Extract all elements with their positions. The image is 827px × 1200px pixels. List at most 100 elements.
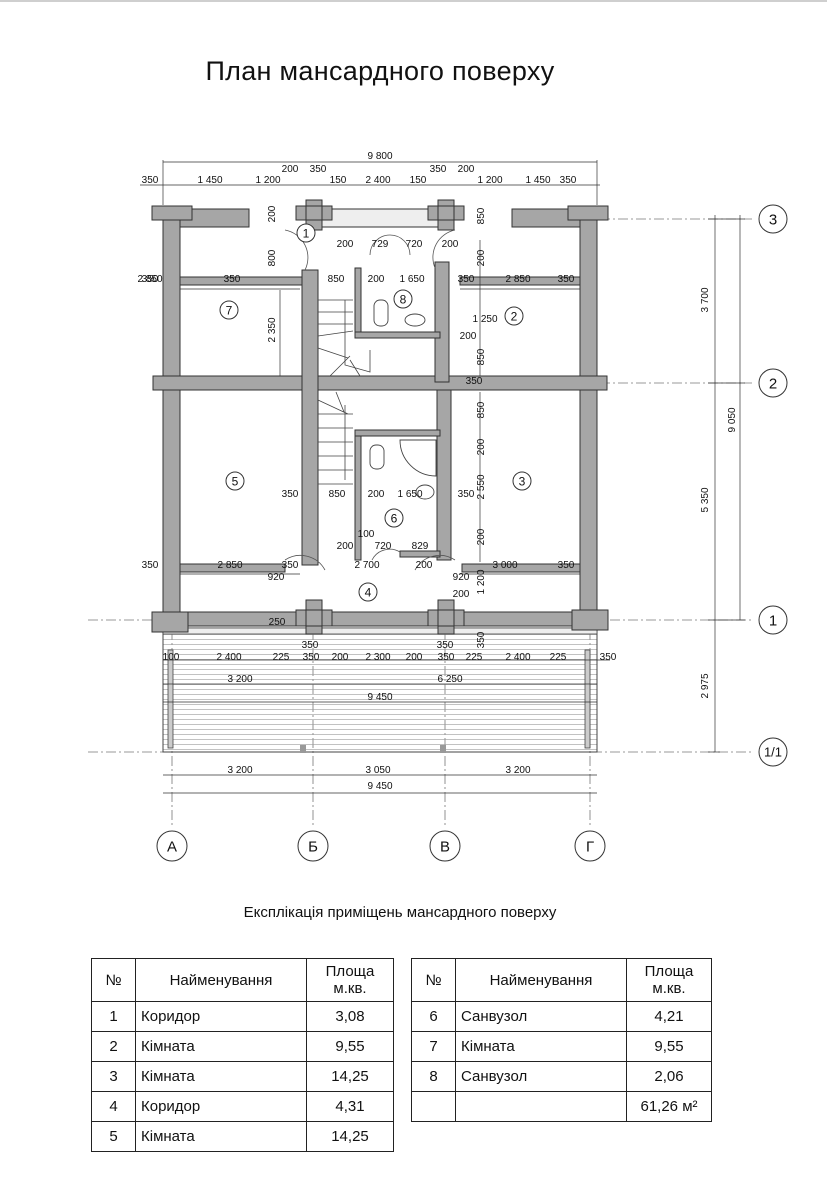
wall-wc8-bottom: [354, 331, 441, 339]
room-name-cell: Санвузол: [455, 1001, 627, 1032]
room-number-cell: 4: [91, 1091, 136, 1122]
dimension-label: 2 975: [700, 673, 711, 698]
empty-cell: [455, 1091, 627, 1122]
axis-marker-vertical-circle: [758, 605, 788, 635]
page-title: План мансардного поверху: [205, 56, 555, 86]
dimension-label: 850: [476, 207, 487, 224]
column-b1: [295, 599, 333, 635]
column-g1: [571, 609, 609, 631]
dimension-label: 350: [303, 652, 320, 663]
axis-marker-horizontal: В: [440, 838, 450, 855]
wall-wc6-right: [436, 389, 452, 561]
dimension-label: 9 800: [367, 151, 392, 162]
dimension-label: 200: [332, 652, 349, 663]
dimension-label: 2 400: [216, 652, 241, 663]
room-number-cell: 5: [91, 1121, 136, 1152]
dimension-label: 2 850: [137, 274, 162, 285]
room-area-cell: 9,55: [626, 1031, 712, 1062]
dimension-label: 720: [406, 239, 423, 250]
room-name-cell: Кімната: [455, 1031, 627, 1062]
axis-marker-vertical: 3: [769, 211, 777, 228]
dimension-label: 350: [438, 652, 455, 663]
axis-marker-horizontal: А: [167, 838, 177, 855]
room-number-marker-circle: [358, 582, 378, 602]
room-area-cell: 2,06: [626, 1061, 712, 1092]
dimension-label: 1 650: [397, 489, 422, 500]
room-number-cell: 2: [91, 1031, 136, 1062]
dimension-label: 3 200: [505, 765, 530, 776]
dimension-label: 200: [442, 239, 459, 250]
toilet-6: [369, 444, 385, 470]
dimension-label: 850: [476, 401, 487, 418]
dimension-label: 350: [430, 164, 447, 175]
wall-room5: [179, 563, 286, 573]
room-area-cell: 3,08: [306, 1001, 394, 1032]
dimension-label: 350: [224, 274, 241, 285]
column-g3: [567, 205, 609, 221]
dimension-label: 350: [600, 652, 617, 663]
wall-middle: [152, 375, 608, 391]
dimension-label: 3 050: [365, 765, 390, 776]
axis-marker-vertical: 1: [769, 612, 777, 629]
staircase: [317, 299, 371, 485]
axis-marker-vertical-circle: [758, 368, 788, 398]
dimension-label: 350: [302, 640, 319, 651]
dimension-label: 2 400: [365, 175, 390, 186]
column-a3: [151, 205, 193, 221]
room-area-cell: 14,25: [306, 1121, 394, 1152]
dimension-label: 200: [416, 560, 433, 571]
col-no-header: №: [91, 958, 136, 1002]
room-name-cell: Коридор: [135, 1001, 307, 1032]
dimension-label: 350: [142, 560, 159, 571]
dimension-label: 2 300: [365, 652, 390, 663]
dimension-label: 850: [328, 274, 345, 285]
dimension-label: 720: [375, 541, 392, 552]
dimension-label: 1 200: [476, 569, 487, 594]
axis-marker-horizontal: Г: [586, 838, 594, 855]
dimension-label: 200: [453, 589, 470, 600]
sink-8: [404, 313, 426, 327]
wall-room7: [179, 276, 311, 286]
toilet-8: [373, 299, 389, 327]
dimension-label: 850: [476, 348, 487, 365]
wall-right: [579, 208, 598, 630]
room-number-marker: 4: [365, 585, 372, 599]
room-number-marker: 8: [400, 292, 407, 306]
dimension-label: 200: [337, 239, 354, 250]
axis-marker-horizontal-circle: [156, 830, 188, 862]
column-v1: [427, 599, 465, 635]
room-number-marker: 2: [511, 309, 518, 323]
room-name-cell: Кімната: [135, 1031, 307, 1062]
dimension-label: 1 450: [197, 175, 222, 186]
dimension-label: 6 250: [437, 674, 462, 685]
dimension-label: 200: [368, 489, 385, 500]
room-number-cell: 3: [91, 1061, 136, 1092]
wall-wc8-left: [354, 267, 362, 339]
dimension-label: 350: [458, 274, 475, 285]
dimension-label: 3 200: [227, 765, 252, 776]
wall-top-mid: [312, 208, 446, 228]
dimension-label: 2 550: [476, 474, 487, 499]
dimension-label: 1 250: [472, 314, 497, 325]
wall-stair-left: [301, 269, 319, 566]
dimension-label: 5 350: [700, 487, 711, 512]
dimension-label: 250: [269, 617, 286, 628]
walls: [151, 199, 609, 635]
total-row: 61,26 м²: [411, 1091, 712, 1122]
room-number-marker-circle: [225, 471, 245, 491]
dimension-label: 350: [142, 175, 159, 186]
explication-title: Експлікація приміщень мансардного поверх…: [243, 904, 557, 921]
dimension-label: 1 200: [477, 175, 502, 186]
dimension-label: 3 700: [700, 287, 711, 312]
room-area-cell: 4,21: [626, 1001, 712, 1032]
dimension-label: 9 450: [367, 781, 392, 792]
dimension-label: 3 000: [492, 560, 517, 571]
wall-bottom: [162, 611, 598, 627]
room-number-cell: 7: [411, 1031, 456, 1062]
room-number-marker: 7: [226, 303, 233, 317]
room-area-cell: 4,31: [306, 1091, 394, 1122]
